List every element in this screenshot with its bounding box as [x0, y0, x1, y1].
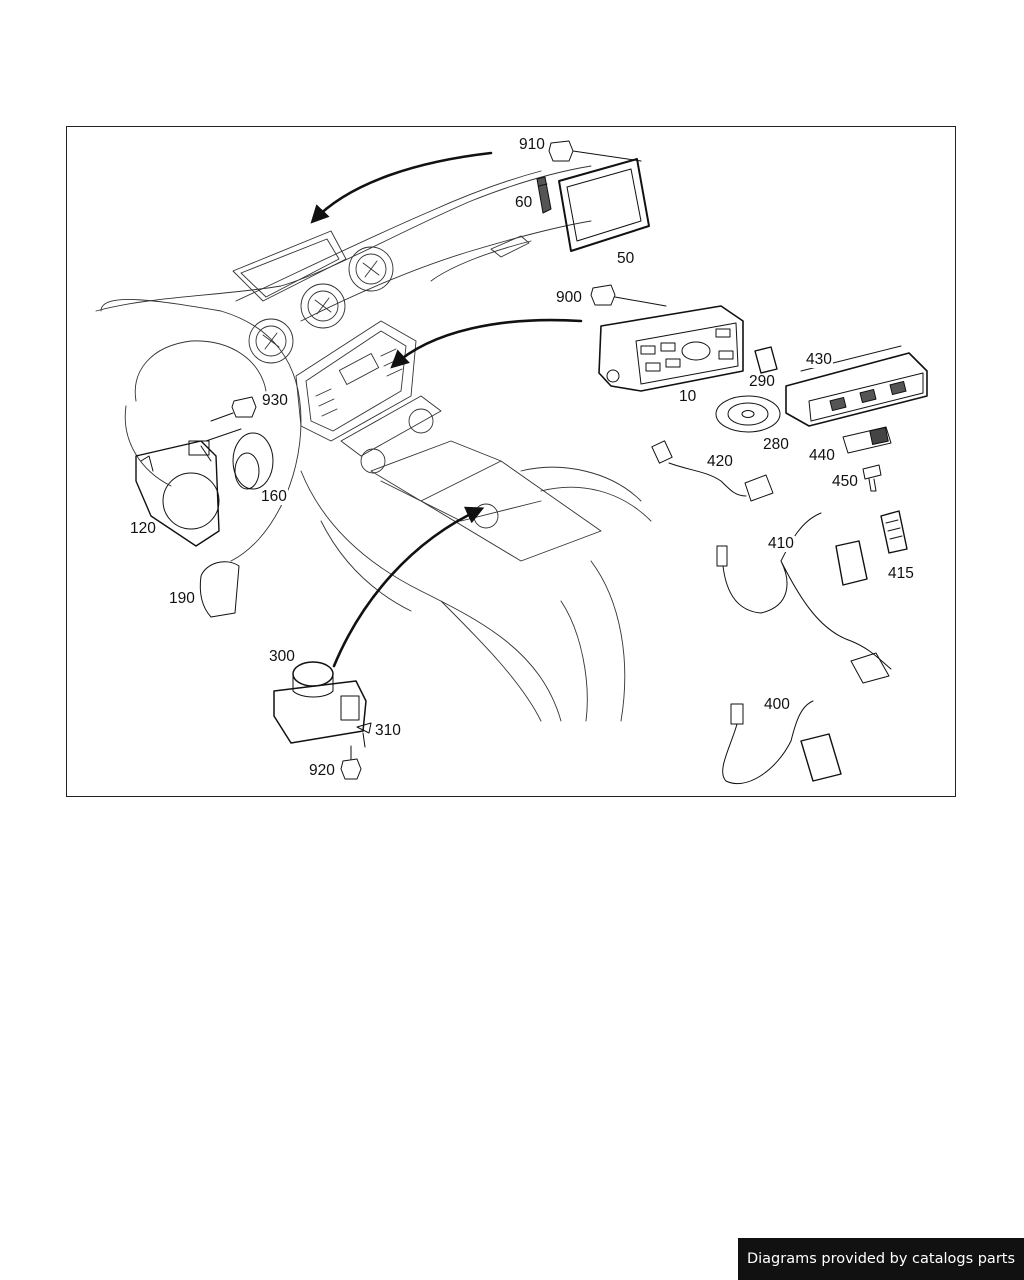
part-290-card [754, 346, 778, 374]
part-440-connector [842, 426, 892, 454]
callout-50: 50 [616, 250, 636, 267]
part-300-controller [273, 661, 367, 744]
callout-310: 310 [374, 722, 402, 739]
part-415-socket [880, 510, 908, 554]
callout-430: 430 [805, 351, 833, 368]
part-400-cable [722, 700, 842, 785]
part-60-connector [536, 176, 552, 214]
callout-920: 920 [308, 762, 336, 779]
part-50-display [558, 158, 650, 252]
part-900-clip [590, 284, 667, 307]
callout-410: 410 [767, 535, 795, 552]
callout-190: 190 [168, 590, 196, 607]
part-280-disc [715, 395, 781, 433]
part-910-clip [548, 140, 642, 162]
part-160-switch [232, 432, 274, 490]
callout-280: 280 [762, 436, 790, 453]
part-420-cable [651, 440, 774, 502]
part-930-clip [205, 396, 257, 442]
callout-900: 900 [555, 289, 583, 306]
part-450-clip [862, 464, 882, 492]
callout-415: 415 [887, 565, 915, 582]
credit-banner: Diagrams provided by catalogs parts [738, 1238, 1024, 1280]
callout-290: 290 [748, 373, 776, 390]
part-10-head-unit [598, 305, 744, 392]
callout-930: 930 [261, 392, 289, 409]
part-410-harness [716, 512, 892, 684]
part-120-module [135, 440, 220, 547]
part-310-screw [356, 722, 372, 748]
callout-440: 440 [808, 447, 836, 464]
callout-60: 60 [514, 194, 534, 211]
callout-10: 10 [678, 388, 698, 405]
callout-400: 400 [763, 696, 791, 713]
callout-910: 910 [518, 136, 546, 153]
callout-120: 120 [129, 520, 157, 537]
callout-300: 300 [268, 648, 296, 665]
exploded-parts-diagram: 910 60 50 900 430 290 10 280 930 440 420… [66, 126, 956, 797]
callout-160: 160 [260, 488, 288, 505]
dashboard-lineart [95, 165, 652, 722]
diagram-illustration [95, 140, 928, 785]
credit-text: Diagrams provided by catalogs parts [746, 1251, 1016, 1267]
part-920-clip [340, 745, 362, 780]
callout-420: 420 [706, 453, 734, 470]
callout-450: 450 [831, 473, 859, 490]
assembly-arrows [310, 151, 583, 668]
part-190-cover [199, 561, 240, 618]
